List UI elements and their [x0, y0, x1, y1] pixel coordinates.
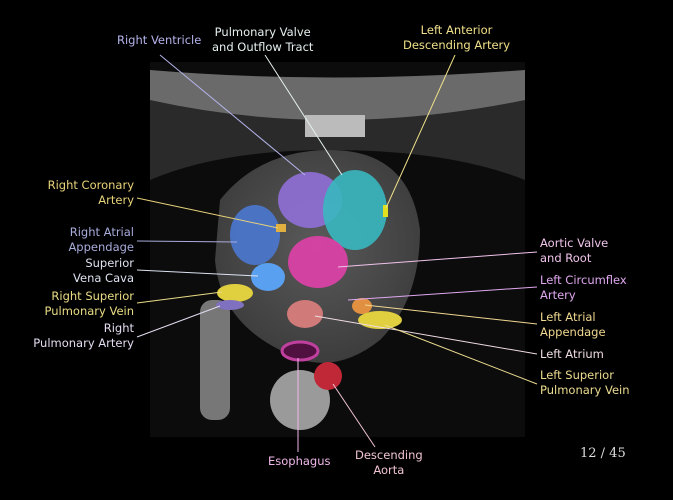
leader-lines [136, 54, 538, 452]
label-left-atrium: Left Atrium [540, 347, 604, 361]
structure-overlays [216, 170, 402, 390]
label-esophagus: Esophagus [268, 454, 331, 468]
page-counter: 12 / 45 [580, 446, 626, 461]
label-right-ventricle: Right Ventricle [117, 33, 202, 47]
